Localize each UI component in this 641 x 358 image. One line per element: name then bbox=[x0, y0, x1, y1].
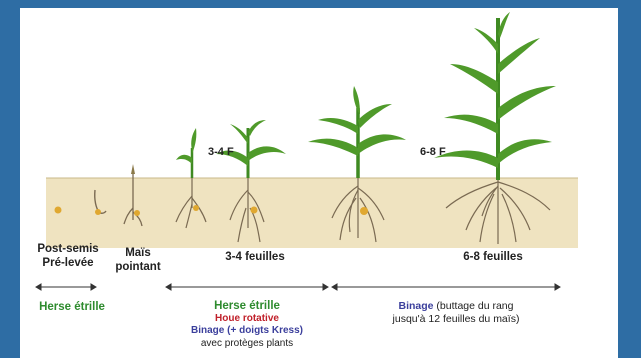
label-post-semis-line1: Post-semis bbox=[28, 242, 108, 256]
label-3-4-feuilles: 3-4 feuilles bbox=[210, 250, 300, 264]
seed-2 bbox=[95, 209, 101, 215]
plant-3-4-tag: 3-4 F bbox=[208, 146, 234, 158]
tool-herse-etrille-mid: Herse étrille bbox=[164, 300, 330, 313]
plant-6-8-tag: 6-8 F bbox=[420, 146, 446, 158]
tool-herse-etrille-left: Herse étrille bbox=[26, 300, 118, 314]
label-pointant: pointant bbox=[108, 260, 168, 274]
sky-area bbox=[38, 10, 574, 180]
seed-3 bbox=[134, 210, 140, 216]
label-pre-levee: Pré-levée bbox=[28, 256, 108, 270]
tool-binage-detail-line2: jusqu'à 12 feuilles du maïs) bbox=[356, 313, 556, 326]
tool-group-mid: Herse étrille Houe rotative Binage (+ do… bbox=[164, 300, 330, 350]
label-mais-pointant: Maïs pointant bbox=[108, 246, 168, 274]
label-post-semis: Post-semis Pré-levée bbox=[28, 242, 108, 270]
tool-proteges-plants: avec protèges plants bbox=[164, 338, 330, 351]
arrow-post-semis bbox=[36, 284, 96, 290]
tool-binage-label: Binage bbox=[399, 300, 434, 312]
arrow-3-4-leaves bbox=[166, 284, 328, 290]
label-6-8-feuilles: 6-8 feuilles bbox=[448, 250, 538, 264]
tool-binage-kress: Binage (+ doigts Kress) bbox=[164, 325, 330, 338]
label-mais: Maïs bbox=[108, 246, 168, 260]
seed-1 bbox=[55, 207, 62, 214]
arrow-6-8-leaves bbox=[332, 284, 560, 290]
tool-binage-right: Binage (buttage du rang jusqu'à 12 feuil… bbox=[356, 300, 556, 326]
diagram-frame: 3-4 F bbox=[20, 8, 618, 358]
tool-houe-rotative: Houe rotative bbox=[164, 313, 330, 326]
tool-herse-etrille-left-text: Herse étrille bbox=[39, 301, 105, 313]
tool-binage-detail: (buttage du rang bbox=[434, 300, 514, 312]
